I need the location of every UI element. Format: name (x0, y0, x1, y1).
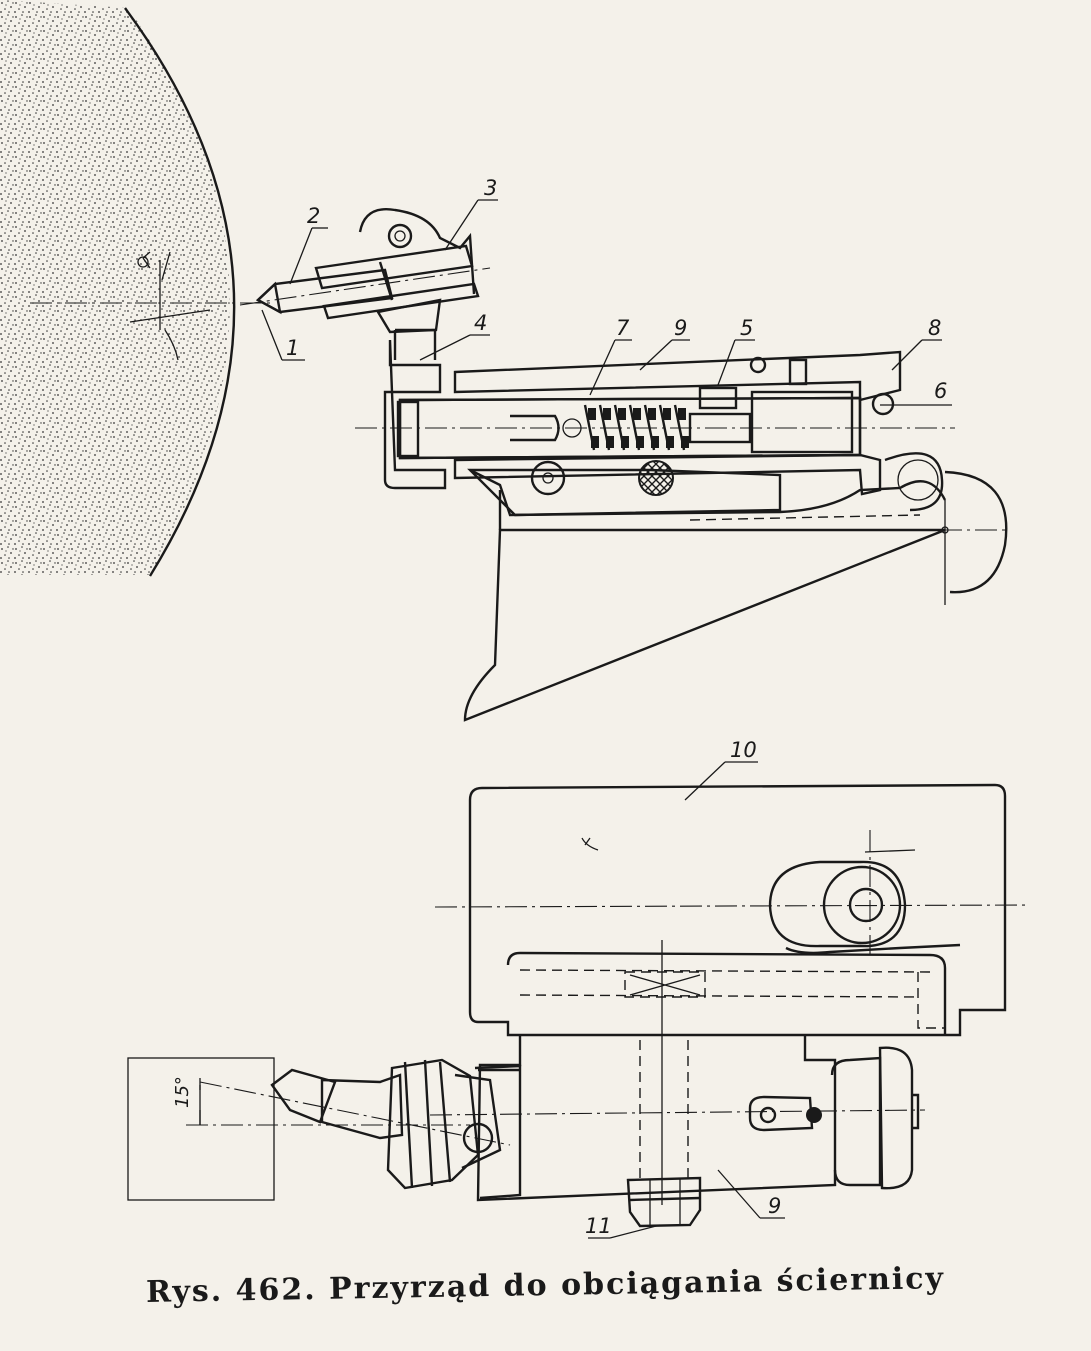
callout-8: 8 (928, 316, 941, 340)
mounting-bracket (463, 470, 1010, 722)
tilted-diamond-holder (199, 1058, 522, 1200)
angle-label: 15° (172, 1076, 193, 1108)
callout-leaders (261, 199, 952, 1239)
callout-7: 7 (616, 316, 630, 340)
callout-11: 11 (585, 1214, 612, 1238)
callout-3: 3 (484, 176, 497, 200)
callout-9-bottom: 9 (768, 1194, 781, 1218)
callout-5: 5 (740, 316, 753, 340)
callout-labels: 1 2 3 4 5 6 7 8 9 9 10 11 (286, 176, 947, 1238)
base-plate (434, 783, 1031, 1037)
callout-4: 4 (474, 311, 487, 335)
callout-2: 2 (307, 204, 320, 228)
holder-sleeve (314, 208, 480, 334)
grinding-wheel-section (0, 0, 275, 577)
callout-10: 10 (730, 738, 757, 762)
callout-9-top: 9 (674, 316, 687, 340)
dresser-body-plan (429, 940, 926, 1228)
diamond-holder (239, 267, 491, 315)
wheel-segment-plan: 15° (127, 1057, 470, 1201)
dresser-body-section (355, 328, 955, 521)
spring (583, 404, 689, 451)
callout-6: 6 (934, 379, 947, 403)
slide-block (506, 951, 947, 1035)
callout-1: 1 (286, 336, 299, 360)
